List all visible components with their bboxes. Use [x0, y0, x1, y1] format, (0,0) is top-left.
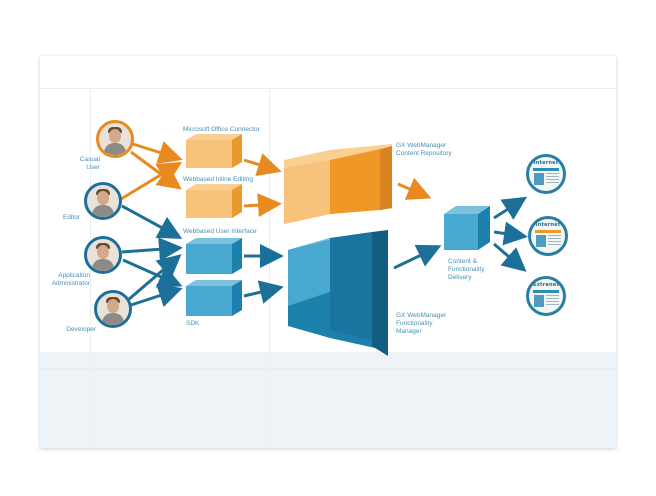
arrow-admin-sdk — [122, 258, 183, 288]
arrow-dev-sdk — [127, 284, 183, 308]
functionality-manager-block — [288, 230, 388, 356]
grid-line — [40, 368, 616, 369]
application-administrator-avatar — [84, 236, 122, 274]
user-interface-label: Webbased User Interface — [183, 228, 257, 235]
content-repository-block — [284, 144, 392, 224]
site-title: Internet — [535, 222, 561, 228]
core-arrows — [393, 177, 442, 270]
internet-site-2: Internet — [528, 216, 568, 256]
editor-avatar — [84, 182, 122, 220]
arrow-repo-delivery — [397, 177, 432, 200]
arrow-sdk-functionality — [243, 280, 284, 304]
arrow-delivery-extranet — [493, 242, 527, 272]
casual-user-avatar — [96, 120, 134, 158]
arrow-functionality-delivery — [393, 244, 442, 270]
arrow-dev-ui — [127, 254, 182, 302]
grid-line — [269, 88, 270, 448]
sdk-cube — [186, 280, 242, 316]
arrow-delivery-internet-1 — [493, 196, 528, 220]
developer-avatar — [94, 290, 132, 328]
site-title: Extranet — [533, 282, 559, 288]
arrow-office-repo — [243, 153, 282, 177]
office-connector-cube — [186, 134, 242, 168]
internet-site-1: Internet — [526, 154, 566, 194]
arrow-editor-office — [120, 161, 183, 201]
developer-label: Developer — [66, 326, 96, 333]
sdk-label: SDK — [186, 320, 200, 327]
inline-editing-label: Webbased Inline Editing — [183, 176, 253, 183]
arrow-editor-ui — [121, 204, 183, 239]
interface-arrows — [243, 153, 284, 304]
arrow-admin-ui — [121, 237, 183, 262]
delivery-cube — [444, 206, 490, 250]
user-arrows — [120, 141, 183, 308]
user-interface-cube — [186, 238, 242, 274]
arrow-delivery-internet-2 — [493, 221, 528, 246]
arrow-inline-repo — [243, 193, 282, 218]
editor-label: Editor — [63, 214, 80, 221]
grid-line — [40, 88, 616, 89]
site-title: Internet — [533, 160, 559, 166]
inline-editing-cube — [186, 184, 242, 218]
extranet-site: Extranet — [526, 276, 566, 316]
arrow-casual-office — [132, 141, 183, 164]
delivery-arrows — [493, 196, 528, 272]
office-connector-label: Microsoft Office Connector — [183, 126, 260, 133]
